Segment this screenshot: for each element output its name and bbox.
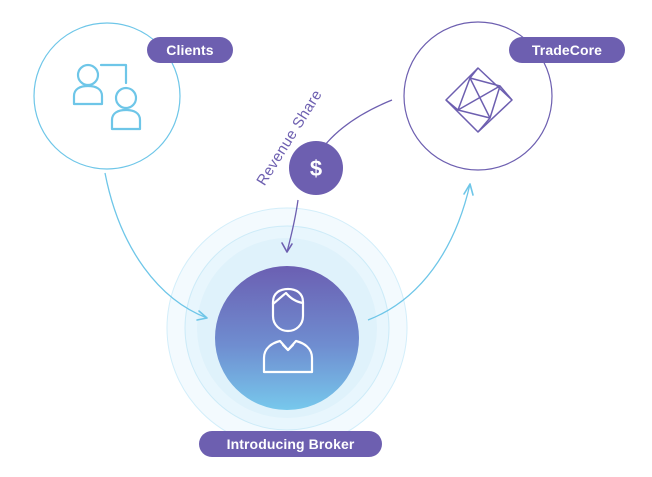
revenue-badge: $: [289, 141, 343, 195]
arrow-broker-to-tradecore: [367, 183, 474, 321]
introducing-broker-label: Introducing Broker: [199, 431, 382, 457]
arrow-clients-to-broker: [104, 172, 208, 321]
users-icon: [72, 63, 142, 131]
broker-node: [215, 266, 359, 410]
person-icon: [262, 287, 314, 374]
dollar-icon: $: [310, 156, 322, 181]
clients-label: Clients: [147, 37, 233, 63]
tradecore-label: TradeCore: [509, 37, 625, 63]
diamond-icon: [445, 67, 513, 133]
clients-node: [33, 22, 181, 170]
